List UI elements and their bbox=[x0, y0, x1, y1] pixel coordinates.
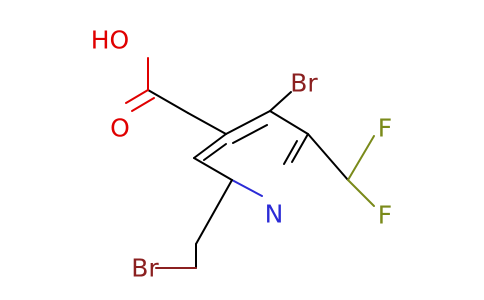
bond-c4-c3-inner bbox=[232, 124, 268, 144]
bond-ch2-c4 bbox=[187, 112, 227, 135]
atom-ring-bromine: Br bbox=[290, 69, 318, 98]
bond-c3-c2 bbox=[269, 110, 309, 135]
bond-carboxyl-c-ch2 bbox=[147, 89, 189, 114]
bond-c6-ch2br bbox=[195, 179, 233, 245]
bond-c6-c5 bbox=[193, 157, 233, 181]
bond-carboxyl-c-o-double-a bbox=[125, 89, 149, 104]
bond-n-c6 bbox=[231, 179, 263, 197]
bond-c5-c4-inner bbox=[203, 143, 227, 161]
bond-c3-br bbox=[269, 91, 292, 112]
atom-hydroxyl: HO bbox=[91, 26, 129, 55]
bond-c2-n bbox=[291, 133, 309, 163]
bond-c5-c4 bbox=[193, 133, 227, 159]
bond-chf2-f-bottom bbox=[347, 179, 375, 207]
bond-carboxyl-c-o-double-b bbox=[131, 97, 155, 112]
atom-fluorine-bottom: F bbox=[378, 201, 392, 230]
atom-fluorine-top: F bbox=[378, 114, 392, 143]
bond-c2-n-inner bbox=[283, 140, 298, 165]
bond-chf2-f-top bbox=[347, 135, 375, 181]
bond-c2-chf2 bbox=[307, 133, 349, 181]
atom-carbonyl-oxygen: O bbox=[110, 114, 130, 143]
atom-methyl-bromine: Br bbox=[131, 254, 159, 283]
bond-c4-c3 bbox=[225, 110, 271, 135]
atom-ring-nitrogen: N bbox=[265, 200, 284, 229]
